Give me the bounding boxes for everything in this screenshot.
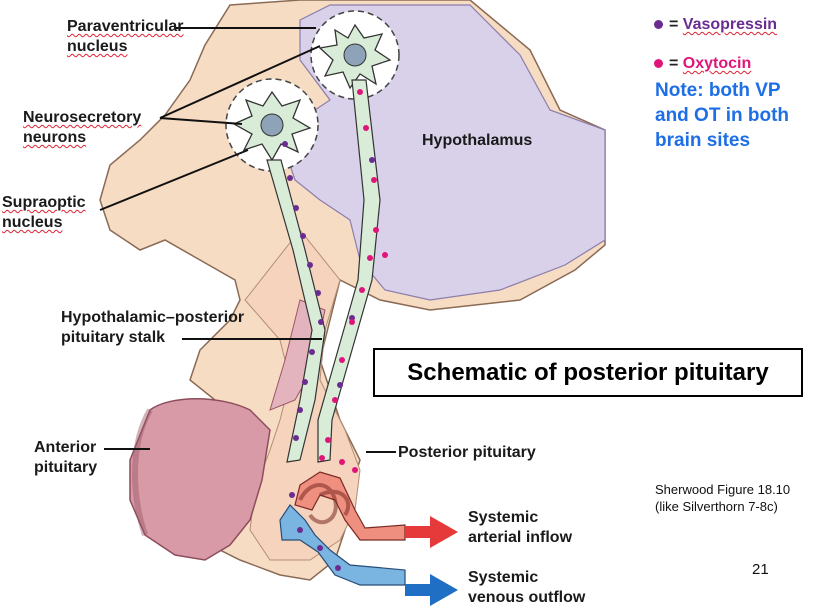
label-neurosecretory-neurons: Neurosecretory neurons — [23, 109, 142, 146]
oxytocin-granules — [319, 89, 388, 473]
anterior-pituitary-shape — [129, 398, 271, 561]
title-box: Schematic of posterior pituitary — [373, 348, 803, 397]
diagram-title: Schematic of posterior pituitary — [407, 358, 769, 386]
arterial-arrow-icon — [405, 516, 458, 548]
vasopressin-dot-icon — [654, 20, 663, 30]
axon-supraoptic — [266, 159, 326, 463]
legend-oxytocin-label: Oxytocin — [682, 55, 752, 72]
label-systemic-venous-outflow: Systemic venous outflow — [468, 569, 586, 606]
leader-lines — [99, 27, 396, 453]
legend-vasopressin-label: Vasopressin — [682, 16, 778, 33]
legend-vasopressin: = Vasopressin — [654, 15, 777, 35]
axon-paraventricular — [317, 79, 381, 463]
capillary-loops — [298, 483, 351, 525]
legend-oxytocin-equals: = — [669, 55, 679, 72]
vein — [279, 504, 406, 586]
vasopressin-granules — [282, 141, 375, 571]
paraventricular-nucleus-dot — [343, 43, 367, 67]
page-number: 21 — [752, 561, 769, 578]
label-pituitary-stalk: Hypothalamic–posterior pituitary stalk — [61, 309, 245, 346]
note-text: Note: both VP and OT in both brain sites — [655, 80, 790, 151]
source-citation: Sherwood Figure 18.10 (like Silverthorn … — [655, 482, 791, 514]
label-anterior-pituitary: Anterior pituitary — [34, 439, 98, 476]
legend-oxytocin: = Oxytocin — [654, 54, 751, 74]
label-supraoptic-nucleus: Supraoptic nucleus — [2, 194, 86, 231]
label-posterior-pituitary: Posterior pituitary — [398, 444, 536, 461]
label-hypothalamus: Hypothalamus — [422, 132, 533, 149]
legend-vasopressin-equals: = — [669, 16, 679, 33]
venous-arrow-icon — [405, 574, 458, 606]
supraoptic-nucleus-dot — [260, 113, 284, 137]
label-systemic-arterial-inflow: Systemic arterial inflow — [468, 509, 573, 546]
label-paraventricular-nucleus: Paraventricular nucleus — [67, 18, 184, 55]
oxytocin-dot-icon — [654, 59, 663, 69]
